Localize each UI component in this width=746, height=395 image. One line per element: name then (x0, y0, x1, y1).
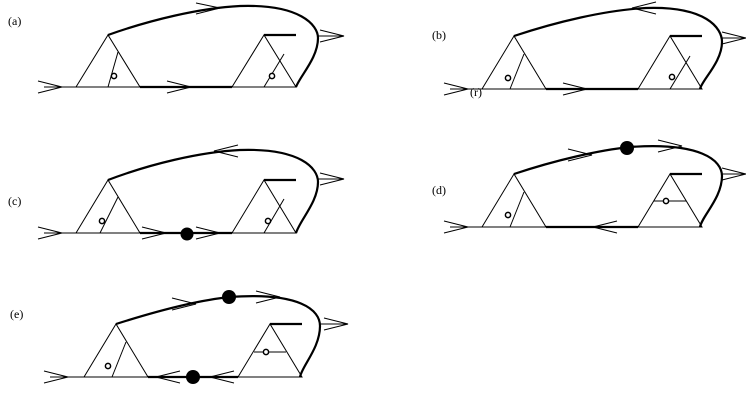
left-triangle-inner-line (99, 196, 119, 234)
upper-propagator (107, 4, 320, 88)
panel-label-b: (b) (432, 28, 446, 42)
right-vertex-hollow-dot (668, 73, 676, 81)
upper-filled-vertex (222, 290, 236, 304)
left-triangle (75, 179, 141, 234)
incoming-arrow (43, 370, 84, 384)
upper-propagator (115, 295, 322, 378)
incoming-arrow (443, 82, 482, 96)
lower-arrow (562, 82, 588, 96)
upper-propagator (513, 145, 724, 228)
panel-a: (a) (8, 2, 345, 94)
left-vertex-hollow-dot (98, 217, 106, 225)
right-triangle-inner-line (263, 53, 285, 88)
upper-arrow-reversed (213, 144, 239, 158)
left-triangle (481, 173, 547, 228)
upper-arrow-left (171, 297, 197, 311)
panel-d: (d) (432, 139, 746, 234)
panel-annotation-r: (r) (470, 85, 482, 99)
right-triangle (637, 35, 703, 90)
panel-label-a: (a) (8, 14, 21, 28)
right-vertex-hollow-dot (268, 72, 276, 80)
upper-arrow-right (255, 290, 281, 304)
lower-arrow-left-reversed (155, 370, 181, 384)
left-triangle (481, 35, 547, 90)
panel-b: (b) (r) (432, 1, 746, 99)
right-triangle (231, 179, 297, 234)
panel-label-d: (d) (432, 183, 446, 197)
outgoing-arrow (320, 317, 349, 331)
upper-propagator (513, 6, 724, 90)
incoming-arrow (37, 226, 76, 240)
panel-e: (e) (10, 290, 349, 384)
right-vertex-hollow-dot (264, 217, 272, 225)
outgoing-arrow (318, 29, 345, 43)
upper-propagator (107, 148, 320, 234)
lower-arrow (166, 80, 192, 94)
upper-arrow (195, 2, 221, 15)
left-triangle (83, 323, 149, 378)
right-triangle (231, 34, 297, 88)
left-triangle-inner-line (107, 51, 119, 88)
lower-arrow-reversed (592, 220, 618, 234)
upper-arrow-reversed (631, 1, 657, 15)
panel-label-c: (c) (8, 194, 21, 208)
left-triangle-inner-line (509, 53, 525, 90)
incoming-arrow (37, 80, 76, 94)
right-vertex-hollow-dot (262, 348, 270, 356)
upper-arrow-right (657, 139, 683, 153)
upper-arrow-left (567, 148, 593, 162)
outgoing-arrow (318, 172, 345, 186)
right-triangle-inner-line (669, 55, 691, 90)
lower-arrow-left (141, 226, 167, 240)
left-vertex-hollow-dot (504, 74, 512, 82)
lower-arrow-right-reversed (209, 370, 235, 384)
lower-filled-vertex (180, 227, 194, 241)
left-vertex-hollow-dot (504, 211, 512, 219)
left-vertex-hollow-dot (110, 72, 118, 80)
left-triangle-inner-line (111, 341, 127, 378)
left-triangle (75, 34, 141, 88)
panel-label-e: (e) (10, 307, 23, 321)
right-triangle (237, 323, 303, 378)
left-vertex-hollow-dot (104, 362, 112, 370)
right-vertex-hollow-dot (662, 197, 670, 205)
panel-c: (c) (8, 144, 345, 241)
outgoing-arrow (721, 31, 746, 45)
outgoing-arrow (721, 167, 746, 181)
incoming-arrow (443, 220, 482, 234)
left-triangle-inner-line (509, 191, 525, 228)
lower-arrow-right (195, 226, 221, 240)
upper-filled-vertex (620, 141, 634, 155)
lower-filled-vertex (186, 370, 200, 384)
right-triangle-inner-line (263, 198, 285, 234)
